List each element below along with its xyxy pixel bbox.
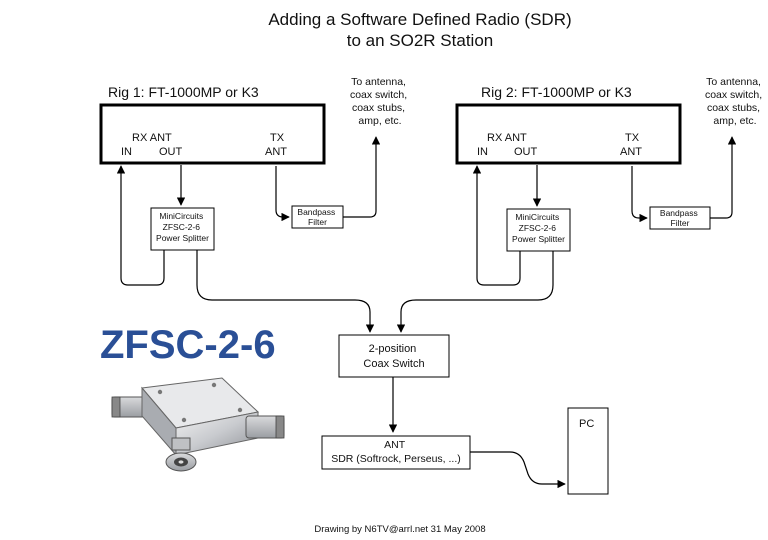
product-model-title: ZFSC-2-6 bbox=[100, 323, 276, 367]
antenna-note-line: amp, etc. bbox=[358, 115, 401, 127]
antenna-note-line: To antenna, bbox=[351, 76, 406, 88]
splitter-line: MiniCircuits bbox=[159, 211, 203, 221]
drawing-credit: Drawing by N6TV@arrl.net 31 May 2008 bbox=[314, 524, 485, 535]
rig2-bandpass-text: Bandpass Filter bbox=[660, 208, 700, 228]
zfsc-2-6-photo bbox=[111, 377, 285, 472]
antenna-note-line: coax switch, bbox=[705, 89, 762, 101]
rig1-power-splitter bbox=[150, 207, 215, 251]
rig1-out-label: OUT bbox=[159, 146, 183, 158]
title-line-1: Adding a Software Defined Radio (SDR) bbox=[268, 10, 571, 29]
rig1-box bbox=[99, 103, 326, 165]
antenna-note-line: coax stubs, bbox=[352, 102, 405, 114]
rig1-in-label: IN bbox=[121, 146, 132, 158]
pc-label: PC bbox=[579, 418, 594, 430]
sdr-text: ANT SDR (Softrock, Perseus, ...) bbox=[331, 439, 461, 465]
rig1-rx-ant-label: RX ANT bbox=[132, 132, 172, 144]
rig2-power-splitter bbox=[506, 208, 571, 252]
rig1-bandpass-to-antenna-wire bbox=[343, 136, 381, 218]
rig1-bandpass-text: Bandpass Filter bbox=[297, 207, 337, 227]
antenna-note-line: coax stubs, bbox=[707, 102, 760, 114]
pc-box bbox=[567, 407, 609, 495]
title-line-2: to an SO2R Station bbox=[347, 31, 493, 50]
splitter-line: ZFSC-2-6 bbox=[163, 222, 201, 232]
antenna-note-line: coax switch, bbox=[350, 89, 407, 101]
rig1-splitter-to-in-wire bbox=[116, 165, 165, 286]
bandpass-line: Filter bbox=[671, 218, 690, 228]
sdr-line: SDR (Softrock, Perseus, ...) bbox=[331, 453, 461, 465]
rig1-splitter-text: MiniCircuits ZFSC-2-6 Power Splitter bbox=[156, 211, 209, 243]
rig1-tx-to-bandpass-wire bbox=[275, 166, 290, 222]
rig2-splitter-to-in-wire bbox=[472, 165, 521, 286]
coax-switch bbox=[338, 334, 450, 378]
rig1-label: Rig 1: FT-1000MP or K3 bbox=[108, 84, 259, 100]
rig2-box bbox=[455, 103, 682, 165]
splitter-line: Power Splitter bbox=[512, 234, 565, 244]
bandpass-line: Bandpass bbox=[660, 208, 698, 218]
rig2-antenna-note: To antenna, coax switch, coax stubs, amp… bbox=[705, 76, 765, 127]
rig1-antenna-note: To antenna, coax switch, coax stubs, amp… bbox=[350, 76, 410, 127]
splitter-line: Power Splitter bbox=[156, 233, 209, 243]
rig2-out-label: OUT bbox=[514, 146, 538, 158]
rig2-in-label: IN bbox=[477, 146, 488, 158]
rig1-tx-label: TX bbox=[270, 132, 285, 144]
antenna-note-line: To antenna, bbox=[706, 76, 761, 88]
bandpass-line: Filter bbox=[308, 217, 327, 227]
coax-switch-line: 2-position bbox=[369, 343, 417, 355]
rig1-ant-label: ANT bbox=[265, 146, 287, 158]
rig2-label: Rig 2: FT-1000MP or K3 bbox=[481, 84, 632, 100]
rig1-splitter-to-switch-wire bbox=[196, 250, 375, 333]
rig2-bandpass-to-antenna-wire bbox=[710, 136, 737, 219]
rig2-ant-label: ANT bbox=[620, 146, 642, 158]
sdr-to-pc-wire bbox=[470, 451, 566, 489]
rig2-tx-label: TX bbox=[625, 132, 640, 144]
splitter-line: ZFSC-2-6 bbox=[519, 223, 557, 233]
splitter-line: MiniCircuits bbox=[515, 212, 559, 222]
rig2-rx-ant-label: RX ANT bbox=[487, 132, 527, 144]
rig2-tx-to-bandpass-wire bbox=[631, 166, 648, 223]
bandpass-line: Bandpass bbox=[297, 207, 335, 217]
coax-switch-line: Coax Switch bbox=[363, 358, 424, 370]
coax-switch-text: 2-position Coax Switch bbox=[363, 343, 424, 370]
antenna-note-line: amp, etc. bbox=[713, 115, 756, 127]
sdr-line: ANT bbox=[384, 439, 406, 451]
sdr-box bbox=[321, 435, 471, 470]
rig2-splitter-text: MiniCircuits ZFSC-2-6 Power Splitter bbox=[512, 212, 565, 244]
rig2-splitter-to-switch-wire bbox=[396, 251, 554, 333]
